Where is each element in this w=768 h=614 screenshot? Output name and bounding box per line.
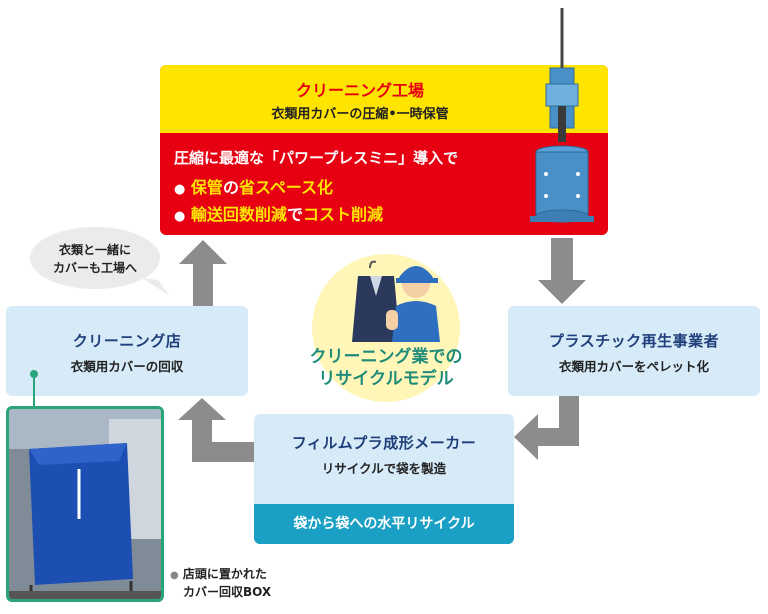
bullet1-a: 保管 xyxy=(190,178,223,197)
factory-title: クリーニング工場 xyxy=(295,81,424,100)
arrow-head-up-shop xyxy=(178,398,226,420)
arrow-head-left-maker xyxy=(514,414,538,460)
arrow-head-up-factory xyxy=(179,240,227,264)
bullet1-b: の xyxy=(222,178,239,197)
arrow-shop-to-factory xyxy=(193,262,213,306)
caption-line-1: 店頭に置かれた xyxy=(182,567,267,581)
arrow-recycler-to-maker-left xyxy=(536,428,579,446)
maker-box: フィルムプラ成形メーカー リサイクルで袋を製造 袋から袋への水平リサイクル xyxy=(254,414,514,544)
factory-box: クリーニング工場 衣類用カバーの圧縮•一時保管 圧縮に最適な「パワープレスミニ」… xyxy=(160,65,608,235)
maker-subtitle: リサイクルで袋を製造 xyxy=(321,461,447,476)
recycler-subtitle: 衣類用カバーをペレット化 xyxy=(558,359,709,374)
bullet2-c: コスト削減 xyxy=(302,205,383,224)
bullet2-a: 輸送回数削減 xyxy=(190,205,287,224)
bubble-line-1: 衣類と一緒に xyxy=(58,243,131,257)
arrow-head-down xyxy=(538,280,586,304)
shop-title: クリーニング店 xyxy=(72,332,182,350)
caption-line-2: カバー回収BOX xyxy=(183,585,272,599)
factory-bullet-1: ● 保管の省スペース化 xyxy=(174,174,333,198)
factory-bullet-2: ● 輸送回数削減でコスト削減 xyxy=(174,201,383,225)
worker-icon xyxy=(352,260,440,342)
shop-box: クリーニング店 衣類用カバーの回収 xyxy=(6,306,248,396)
recycler-title: プラスチック再生事業者 xyxy=(548,332,720,350)
bullet1-c: 省スペース化 xyxy=(238,178,334,197)
photo-connector xyxy=(30,370,38,406)
center-title-line-1: クリーニング業での xyxy=(309,347,463,367)
factory-subtitle: 衣類用カバーの圧縮•一時保管 xyxy=(271,107,449,122)
arrow-factory-to-recycler xyxy=(551,238,573,282)
center-title-line-2: リサイクルモデル xyxy=(318,369,454,389)
recycler-box: プラスチック再生事業者 衣類用カバーをペレット化 xyxy=(508,306,760,396)
bullet2-b: で xyxy=(286,205,303,224)
maker-banner: 袋から袋への水平リサイクル xyxy=(254,504,514,544)
factory-header: クリーニング工場 衣類用カバーの圧縮•一時保管 xyxy=(160,65,608,133)
caption-bullet: ● xyxy=(170,570,179,581)
photo-caption: ● 店頭に置かれた カバー回収BOX xyxy=(170,566,340,601)
bullet-mark: ● xyxy=(174,182,186,197)
collection-box-photo xyxy=(6,406,164,602)
maker-title: フィルムプラ成形メーカー xyxy=(291,434,477,452)
press-machine-icon xyxy=(530,8,594,223)
arrow-maker-to-shop-up xyxy=(192,418,212,462)
bubble-line-2: カバーも工場へ xyxy=(52,261,137,275)
bullet-mark: ● xyxy=(174,209,186,224)
bubble-tail xyxy=(142,278,170,296)
factory-intro: 圧縮に最適な「パワープレスミニ」導入で xyxy=(174,149,459,167)
collection-bag-icon xyxy=(9,409,161,599)
shop-subtitle: 衣類用カバーの回収 xyxy=(70,359,184,374)
speech-bubble: 衣類と一緒に カバーも工場へ xyxy=(30,227,160,289)
